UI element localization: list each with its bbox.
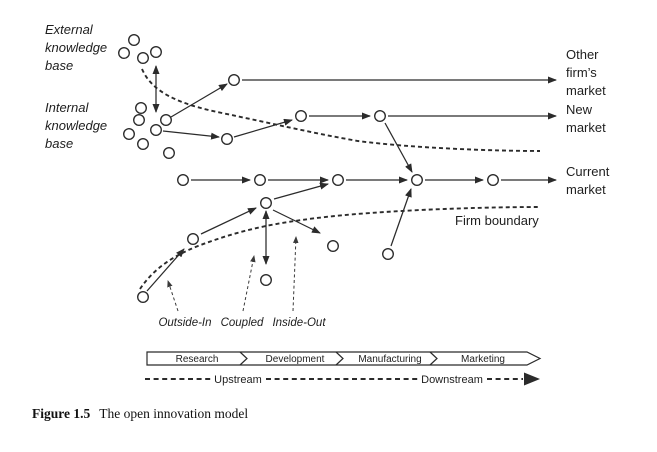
current-market-label: Current market (566, 164, 610, 197)
outside-in-label: Outside-In (158, 317, 212, 329)
other-firms-market-path-node (228, 74, 240, 86)
new-market-path-node (295, 110, 307, 122)
upstream-label: Upstream (214, 374, 262, 386)
process-stage-label: Research (176, 354, 219, 365)
internal-knowledge-node (137, 138, 149, 150)
current-market-path-node (487, 174, 499, 186)
inside-out-path-node (382, 248, 394, 260)
internal-knowledge-base-label: Internal knowledge base (45, 100, 108, 151)
current-market-path-node (177, 174, 189, 186)
chevron-separator (429, 351, 438, 366)
external-knowledge-node (137, 52, 149, 64)
internal-knowledge-node (160, 114, 172, 126)
knowledge-nodes (118, 34, 499, 303)
figure-caption: Figure 1.5 The open innovation model (32, 406, 248, 422)
current-market-path-node (332, 174, 344, 186)
firm-boundary-label: Firm boundary (455, 213, 539, 228)
new-market-label: New market (566, 102, 606, 135)
flow-arrow (384, 122, 413, 173)
coupled-path-node (260, 274, 272, 286)
flow-arrow (272, 209, 321, 234)
external-knowledge-base-label: External knowledge base (45, 22, 108, 73)
outside-in-path-node (187, 233, 199, 245)
flow-arrow (273, 182, 329, 200)
downstream-arrowhead-icon (524, 372, 540, 386)
outside-in-leader (167, 280, 179, 312)
upstream-downstream-arrow: Upstream Downstream (145, 372, 540, 386)
coupled-node-node (260, 197, 272, 209)
flow-arrows (146, 65, 557, 292)
label-leader-arrows (167, 236, 299, 312)
process-stage-label: Development (266, 354, 325, 365)
downstream-label: Downstream (421, 374, 483, 386)
current-market-path-node (254, 174, 266, 186)
flow-arrow (162, 130, 220, 140)
flow-arrow (200, 207, 257, 235)
other-firms-market-label: Other firm’s market (566, 47, 606, 98)
flow-arrow (390, 188, 412, 247)
internal-knowledge-node (133, 114, 145, 126)
flow-arrow (146, 248, 185, 292)
flow-arrow (170, 83, 228, 118)
internal-knowledge-node (135, 102, 147, 114)
process-stage-label: Marketing (461, 354, 505, 365)
external-knowledge-node (150, 46, 162, 58)
new-market-path-node (221, 133, 233, 145)
process-stage-label: Manufacturing (358, 354, 421, 365)
current-market-path-node (411, 174, 423, 186)
new-market-path-node (374, 110, 386, 122)
figure-number: Figure 1.5 (32, 406, 91, 421)
firm-boundary-upper (141, 68, 541, 152)
coupled-label: Coupled (220, 317, 264, 329)
flow-arrow (233, 118, 293, 138)
firm-boundary-curves (139, 68, 541, 290)
firm-boundary-lower (139, 206, 541, 290)
process-stage-labels: Research Development Manufacturing Marketin… (176, 354, 505, 365)
figure-title: The open innovation model (99, 406, 249, 421)
internal-knowledge-node (163, 147, 175, 159)
internal-knowledge-node (150, 124, 162, 136)
external-knowledge-node (118, 47, 130, 59)
chevron-separator (239, 351, 248, 366)
internal-knowledge-node (123, 128, 135, 140)
external-knowledge-node (128, 34, 140, 46)
coupled-leader (242, 255, 256, 312)
inside-out-leader (292, 236, 299, 312)
outside-in-path-node (137, 291, 149, 303)
chevron-separator (335, 351, 344, 366)
inside-out-label: Inside-Out (272, 317, 326, 329)
process-chevron-bar: Research Development Manufacturing Marketin… (146, 351, 542, 366)
inside-out-path-node (327, 240, 339, 252)
